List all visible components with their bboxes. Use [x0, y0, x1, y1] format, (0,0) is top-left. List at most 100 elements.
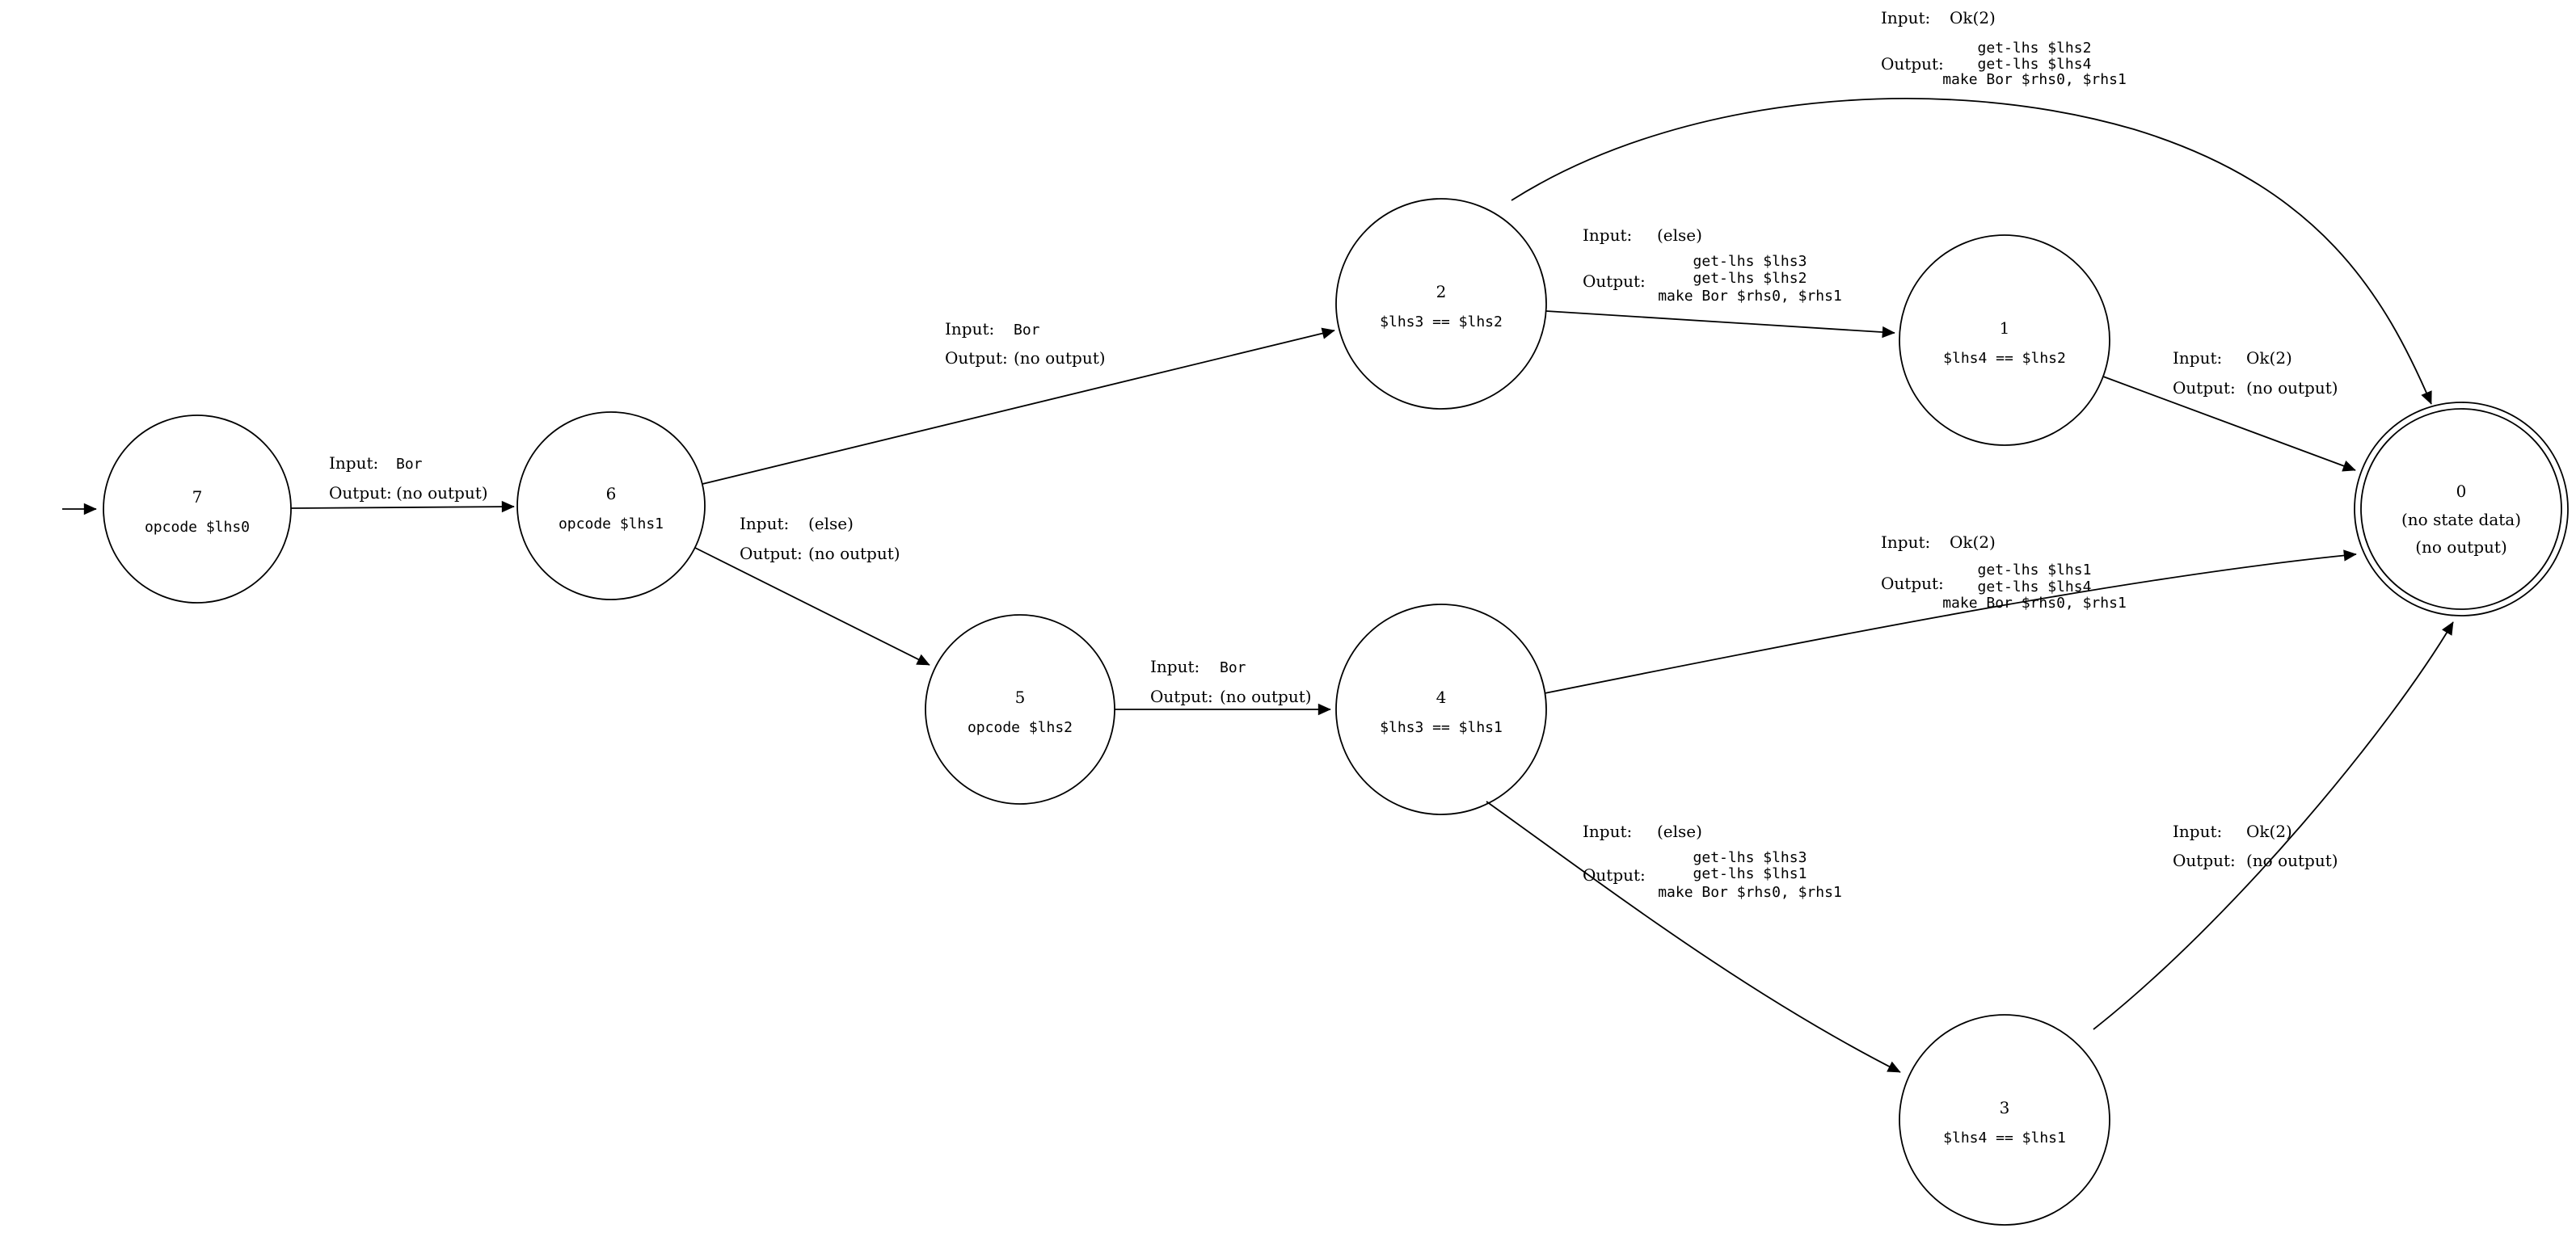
state-3-id: 3 — [2000, 1098, 2010, 1117]
state-4-code: $lhs3 == $lhs1 — [1380, 719, 1503, 736]
state-2-code: $lhs3 == $lhs2 — [1380, 313, 1503, 330]
transition-2-to-0-output-line-3: make Bor $rhs0, $rhs1 — [1942, 71, 2127, 88]
transition-7-to-6-arrow — [290, 500, 515, 513]
state-4: 4 $lhs3 == $lhs1 — [1335, 604, 1547, 815]
transition-1-to-0-output-value: (no output) — [2246, 378, 2338, 398]
transition-1-to-0: Input: Ok(2) Output: (no output) — [2102, 348, 2356, 472]
state-0-inner-circle — [2360, 408, 2562, 610]
state-0-output: (no output) — [2415, 537, 2507, 557]
transition-3-to-0: Input: Ok(2) Output: (no output) — [2093, 621, 2454, 1030]
state-3: 3 $lhs4 == $lhs1 — [1899, 1014, 2110, 1226]
transition-6-to-5-input-label: Input: — [740, 514, 789, 533]
transition-6-to-2-output-value: (no output) — [1014, 348, 1106, 368]
state-6-id: 6 — [606, 484, 617, 503]
transition-4-to-3-input-label: Input: — [1583, 822, 1632, 841]
transition-2-to-0-input-label: Input: — [1881, 8, 1930, 27]
transition-3-to-0-arrow — [2093, 621, 2454, 1030]
transition-4-to-3-output-line-1: get-lhs $lhs3 — [1693, 849, 1807, 866]
state-6: 6 opcode $lhs1 — [516, 411, 706, 600]
state-2: 2 $lhs3 == $lhs2 — [1335, 198, 1547, 410]
transition-6-to-2-input-value: Bor — [1014, 322, 1040, 339]
transition-2-to-1-arrow — [1545, 310, 1895, 339]
transition-3-to-0-input-label: Input: — [2173, 822, 2222, 841]
transition-4-to-0-output-line-2: get-lhs $lhs4 — [1978, 579, 2092, 595]
transition-2-to-0-output-line-2: get-lhs $lhs4 — [1978, 56, 2092, 73]
transition-4-to-3: Input: (else) Output: get-lhs $lhs3 get-… — [1486, 801, 1901, 1073]
transition-1-to-0-input-value: Ok(2) — [2246, 348, 2292, 368]
state-6-code: opcode $lhs1 — [559, 515, 664, 532]
state-7-circle — [103, 414, 292, 604]
state-1: 1 $lhs4 == $lhs2 — [1899, 234, 2110, 446]
transition-6-to-5-output-label: Output: — [740, 544, 803, 563]
transition-2-to-0-input-value: Ok(2) — [1950, 8, 1996, 27]
transition-5-to-4-output-label: Output: — [1150, 687, 1213, 706]
transition-4-to-0: Input: Ok(2) Output: get-lhs $lhs1 get-l… — [1544, 532, 2357, 694]
state-5-code: opcode $lhs2 — [968, 719, 1073, 736]
transition-4-to-3-output-label: Output: — [1583, 865, 1646, 885]
transition-4-to-0-output-line-1: get-lhs $lhs1 — [1978, 562, 2092, 579]
transition-5-to-4-input-value: Bor — [1220, 659, 1246, 676]
transition-7-to-6-output-label: Output: — [329, 483, 392, 503]
state-5: 5 opcode $lhs2 — [925, 614, 1115, 805]
state-3-circle — [1899, 1014, 2110, 1226]
transition-6-to-2-arrow — [702, 327, 1335, 485]
state-7: 7 opcode $lhs0 — [103, 414, 292, 604]
transition-6-to-5-input-value: (else) — [808, 514, 854, 533]
transition-4-to-0-input-label: Input: — [1881, 532, 1930, 552]
state-3-code: $lhs4 == $lhs1 — [1943, 1130, 2066, 1147]
transition-4-to-3-arrow — [1486, 801, 1901, 1073]
transition-4-to-0-output-line-3: make Bor $rhs0, $rhs1 — [1942, 595, 2127, 612]
state-7-id: 7 — [192, 487, 203, 507]
transition-1-to-0-output-label: Output: — [2173, 378, 2236, 398]
transition-4-to-3-output-line-2: get-lhs $lhs1 — [1693, 865, 1807, 882]
transition-7-to-6-output-value: (no output) — [396, 483, 488, 503]
transition-7-to-6-input-label: Input: — [329, 453, 378, 473]
transition-4-to-3-output-line-3: make Bor $rhs0, $rhs1 — [1658, 884, 1842, 901]
state-0-id: 0 — [2456, 482, 2467, 501]
transition-2-to-1: Input: (else) Output: get-lhs $lhs3 get-… — [1545, 225, 1895, 339]
transition-1-to-0-input-label: Input: — [2173, 348, 2222, 368]
transition-4-to-0-input-value: Ok(2) — [1950, 532, 1996, 552]
transition-5-to-4-output-value: (no output) — [1220, 687, 1312, 706]
transition-2-to-1-input-label: Input: — [1583, 225, 1632, 245]
state-1-id: 1 — [2000, 318, 2010, 338]
state-1-circle — [1899, 234, 2110, 446]
state-6-circle — [516, 411, 706, 600]
transition-2-to-1-output-line-3: make Bor $rhs0, $rhs1 — [1658, 288, 1842, 305]
state-4-id: 4 — [1436, 688, 1447, 707]
transition-2-to-0-output-label: Output: — [1881, 54, 1944, 74]
transition-6-to-2-output-label: Output: — [945, 348, 1008, 368]
transition-6-to-5-output-value: (no output) — [808, 544, 900, 563]
transition-7-to-6-input-value: Bor — [396, 456, 423, 473]
transition-5-to-4-input-label: Input: — [1150, 657, 1199, 676]
transition-4-to-0-arrow — [1544, 549, 2357, 694]
transition-6-to-2: Input: Bor Output: (no output) — [702, 319, 1335, 485]
transition-2-to-0-arrow — [1511, 98, 2432, 405]
state-0-state-data: (no state data) — [2401, 510, 2521, 529]
state-4-circle — [1335, 604, 1547, 815]
transition-2-to-1-output-label: Output: — [1583, 271, 1646, 291]
transition-2-to-1-input-value: (else) — [1657, 225, 1702, 245]
transition-4-to-0-output-label: Output: — [1881, 574, 1944, 593]
state-0-outer-circle — [2354, 402, 2569, 616]
transition-3-to-0-output-label: Output: — [2173, 851, 2236, 870]
state-0: 0 (no state data) (no output) — [2354, 402, 2569, 616]
transition-2-to-1-output-line-1: get-lhs $lhs3 — [1693, 253, 1807, 270]
state-5-id: 5 — [1015, 688, 1026, 707]
transition-6-to-5-arrow — [694, 547, 930, 666]
state-5-circle — [925, 614, 1115, 805]
transition-2-to-1-output-line-2: get-lhs $lhs2 — [1693, 270, 1807, 287]
transition-6-to-2-input-label: Input: — [945, 319, 994, 339]
transition-4-to-3-input-value: (else) — [1657, 822, 1702, 841]
state-2-id: 2 — [1436, 282, 1447, 301]
transition-1-to-0-arrow — [2102, 376, 2356, 472]
transition-6-to-5: Input: (else) Output: (no output) — [694, 514, 930, 666]
transition-2-to-0-output-line-1: get-lhs $lhs2 — [1978, 40, 2092, 57]
transition-3-to-0-input-value: Ok(2) — [2246, 822, 2292, 841]
state-2-circle — [1335, 198, 1547, 410]
transition-7-to-6: Input: Bor Output: (no output) — [290, 453, 515, 513]
state-7-code: opcode $lhs0 — [145, 519, 250, 536]
transition-3-to-0-output-value: (no output) — [2246, 851, 2338, 870]
